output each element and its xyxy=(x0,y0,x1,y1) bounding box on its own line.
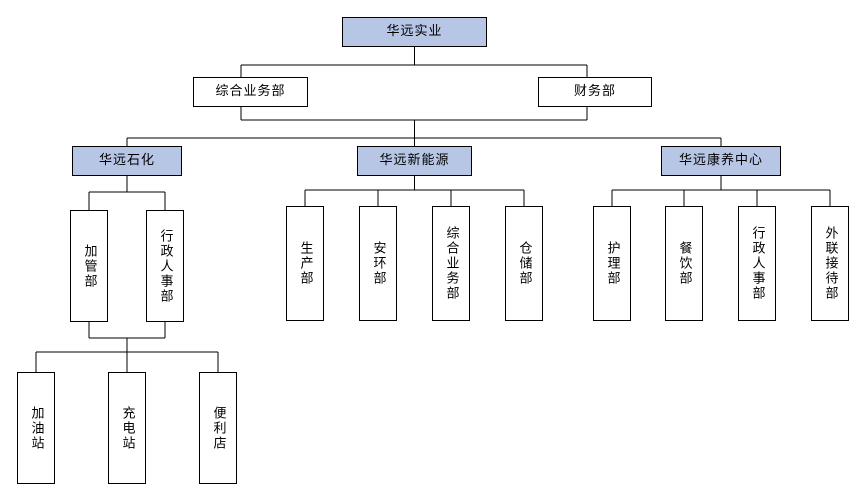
node-huayuan-new-energy[interactable]: 华远新能源 xyxy=(357,146,472,176)
node-label: 华远实业 xyxy=(386,24,443,40)
node-health-admin-hr-dept[interactable]: 行政人事部 xyxy=(738,206,776,321)
node-huayuan-petrochemical[interactable]: 华远石化 xyxy=(72,146,182,176)
node-pipeline-management-dept[interactable]: 加管部 xyxy=(70,210,108,322)
node-label: 仓储部 xyxy=(516,241,532,286)
node-production-dept[interactable]: 生产部 xyxy=(286,206,324,321)
node-label: 综合业务部 xyxy=(443,226,459,301)
node-label: 安环部 xyxy=(370,241,386,286)
node-charging-station[interactable]: 充电站 xyxy=(108,372,146,484)
node-label: 充电站 xyxy=(119,405,135,451)
node-safety-environment-dept[interactable]: 安环部 xyxy=(359,206,397,321)
node-label: 华远石化 xyxy=(98,153,155,169)
node-label: 华远康养中心 xyxy=(678,153,763,169)
node-gas-station[interactable]: 加油站 xyxy=(17,372,55,484)
node-external-liaison-reception-dept[interactable]: 外联接待部 xyxy=(811,206,849,321)
node-label: 综合业务部 xyxy=(215,84,286,100)
node-huayuan-health-center[interactable]: 华远康养中心 xyxy=(661,146,781,176)
node-root-huayuan-industry[interactable]: 华远实业 xyxy=(342,17,487,47)
node-convenience-store[interactable]: 便利店 xyxy=(199,372,237,484)
node-label: 外联接待部 xyxy=(822,226,838,301)
node-label: 餐饮部 xyxy=(676,241,692,286)
node-label: 华远新能源 xyxy=(379,153,450,169)
node-nursing-dept[interactable]: 护理部 xyxy=(593,206,631,321)
node-label: 加管部 xyxy=(81,243,97,289)
node-label: 护理部 xyxy=(604,241,620,286)
node-label: 生产部 xyxy=(297,241,313,286)
node-label: 行政人事部 xyxy=(749,226,765,301)
node-label: 便利店 xyxy=(210,405,226,451)
node-energy-general-business-dept[interactable]: 综合业务部 xyxy=(432,206,470,321)
node-label: 行政人事部 xyxy=(157,228,173,304)
node-warehouse-dept[interactable]: 仓储部 xyxy=(505,206,543,321)
node-label: 财务部 xyxy=(573,84,616,100)
node-label: 加油站 xyxy=(28,405,44,451)
node-petro-admin-hr-dept[interactable]: 行政人事部 xyxy=(146,210,184,322)
node-general-business-dept[interactable]: 综合业务部 xyxy=(193,77,308,107)
node-finance-dept[interactable]: 财务部 xyxy=(538,77,652,107)
node-catering-dept[interactable]: 餐饮部 xyxy=(665,206,703,321)
